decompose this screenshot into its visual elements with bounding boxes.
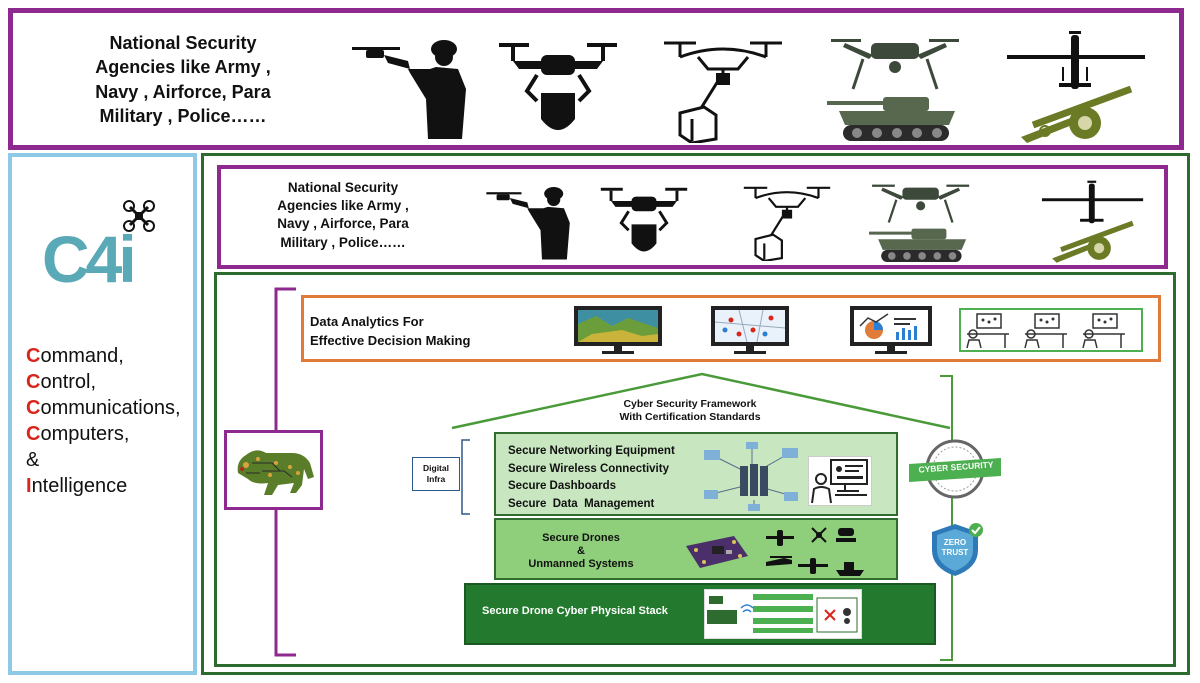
operators-panel (959, 308, 1143, 352)
tier1-item-networking: Secure Networking Equipment (508, 445, 675, 457)
flight-controller-board-icon (686, 536, 748, 568)
cyber-security-framework-title: Cyber Security Framework With Certificat… (619, 398, 761, 423)
tier2-label: Secure Drones & Unmanned Systems (528, 532, 634, 570)
satellite-map-monitor-icon (574, 306, 662, 354)
soldier-with-drone-icon (486, 187, 570, 260)
c4i-item-control: Control, (26, 371, 97, 393)
fixed-wing-drone-over-artillery-icon (1041, 180, 1144, 263)
soldier-with-drone-icon (352, 40, 466, 139)
top-agencies-panel: National Security Agencies like Army , N… (8, 8, 1184, 150)
tier-digital-infra: Secure Networking Equipment Secure Wirel… (494, 432, 898, 516)
digital-infra-bracket (461, 439, 470, 515)
fixed-wing-drone-over-artillery-icon (1007, 31, 1145, 143)
user-at-dashboard-icon (811, 459, 868, 504)
c4i-panel: C4i Command, Control, Communications, Co… (8, 153, 197, 675)
delivery-drone-icon (664, 41, 782, 143)
tier-cyber-physical-stack: Secure Drone Cyber Physical Stack (464, 583, 936, 645)
digital-infra-label: Digital Infra (412, 457, 460, 491)
tier1-item-wireless: Secure Wireless Connectivity (508, 463, 669, 475)
unmanned-vehicles-icon (766, 527, 864, 576)
c4i-item-intelligence: Intelligence (26, 475, 128, 497)
operators-at-desks-icon (966, 313, 1125, 349)
stack-layers-icon (707, 594, 858, 633)
tier1-item-data-management: Secure Data Management (508, 498, 655, 510)
cyber-security-badge: CYBER SECURITY (907, 438, 1003, 500)
inner-agencies-panel: National Security Agencies like Army , N… (217, 165, 1168, 269)
tier-secure-drones: Secure Drones & Unmanned Systems (494, 518, 898, 580)
delivery-drone-icon (743, 186, 831, 261)
dashboard-user-panel (808, 456, 872, 506)
tier3-label: Secure Drone Cyber Physical Stack (482, 605, 668, 617)
zero-trust-text-1: ZERO (943, 538, 967, 547)
c4i-logo: C4i (42, 222, 137, 296)
drone-with-bomb-icon (600, 187, 688, 252)
c4i-item-computers: Computers, (26, 423, 130, 445)
data-analytics-title: Data Analytics For Effective Decision Ma… (310, 314, 471, 348)
analytics-dashboard-monitor-icon (850, 306, 932, 354)
main-framework-panel (201, 153, 1190, 675)
zero-trust-text-2: TRUST (941, 548, 969, 557)
make-in-india-emblem (224, 430, 323, 510)
cyber-security-seal-icon (909, 439, 1001, 499)
c4i-item-ampersand: & (26, 449, 40, 471)
digital-infra-text: Digital Infra (423, 463, 449, 484)
network-servers-icon (704, 442, 798, 511)
c4i-item-command: Command, (26, 345, 124, 367)
top-agencies-text: National Security Agencies like Army , N… (95, 33, 271, 126)
map-pins-monitor-icon (711, 306, 789, 354)
tier1-item-dashboards: Secure Dashboards (508, 480, 617, 492)
inner-agencies-text: National Security Agencies like Army , N… (277, 180, 409, 250)
inner-framework-panel (214, 272, 1176, 667)
circuit-lion-icon (237, 450, 314, 495)
quadcopter-over-tank-icon (869, 184, 970, 262)
drone-with-bomb-icon (499, 43, 617, 130)
zero-trust-badge: ZERO TRUST (924, 520, 986, 578)
zero-trust-shield-icon (932, 523, 983, 576)
data-analytics-box: Data Analytics For Effective Decision Ma… (301, 295, 1161, 362)
c4i-list: Command, Control, Communications, Comput… (26, 343, 181, 499)
quadcopter-over-tank-icon (827, 39, 959, 141)
cyber-physical-stack-diagram (704, 589, 862, 639)
c4i-item-communications: Communications, (26, 397, 181, 419)
framework-roof (451, 372, 953, 661)
drone-icon (123, 200, 155, 232)
